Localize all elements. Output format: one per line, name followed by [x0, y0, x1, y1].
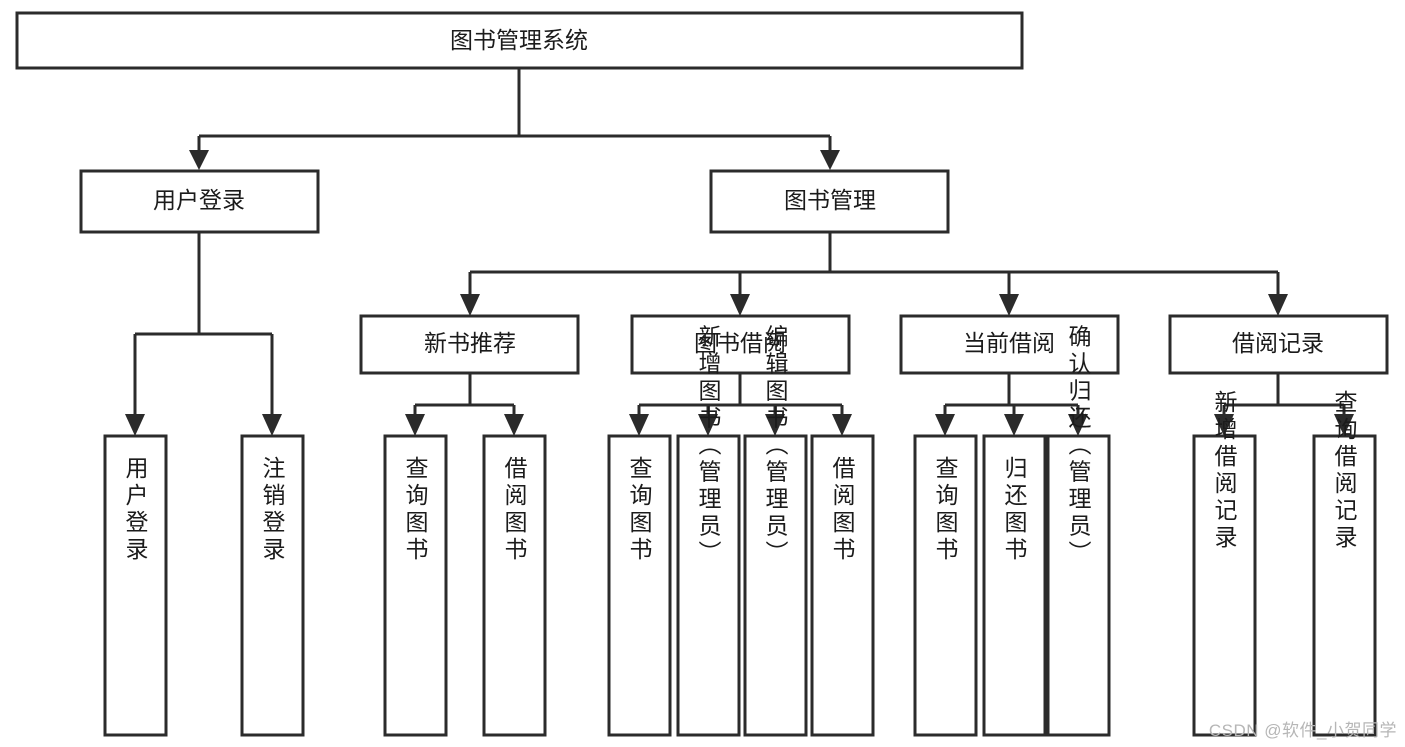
arrow-head-icon	[820, 150, 840, 170]
leaf-label: 编辑图书（管理员）	[762, 325, 789, 568]
arrow-head-icon	[125, 414, 145, 436]
connector-root-to-level2	[197, 68, 832, 152]
leaf-label: 确认归还（管理员）	[1065, 325, 1092, 568]
node-new-book-recommend-box	[359, 314, 580, 375]
arrow-head-icon	[1268, 294, 1288, 316]
connector-bookmgmt-to-level3	[468, 232, 1280, 298]
arrow-head-icon	[698, 414, 718, 436]
node-current-borrow-label: 当前借阅	[963, 330, 1055, 356]
arrow-head-icon	[935, 414, 955, 436]
leaf-label: 查询借阅记录	[1331, 390, 1358, 552]
arrow-head-icon	[504, 414, 524, 436]
leaf-label: 查询图书	[402, 456, 429, 564]
leaf-box	[913, 434, 978, 737]
leaf-box	[1312, 434, 1377, 737]
node-root-system[interactable]: 图书管理系统	[15, 11, 1024, 70]
arrow-head-icon	[262, 414, 282, 436]
connector-userlogin-to-leaves	[133, 232, 274, 418]
arrow-head-icon	[999, 294, 1019, 316]
node-borrow-record-box	[1168, 314, 1389, 375]
node-root-label: 图书管理系统	[450, 27, 588, 53]
leaf-label: 查询图书	[626, 456, 653, 564]
arrow-head-icon	[189, 150, 209, 170]
leaf-book-borrow-3[interactable]: 借阅图书	[810, 434, 875, 737]
node-book-management-label: 图书管理	[784, 187, 876, 213]
leaf-current-borrow-0[interactable]: 查询图书	[913, 434, 978, 737]
leaf-box	[982, 434, 1047, 737]
leaf-book-borrow-2[interactable]: 编辑图书（管理员）	[743, 325, 808, 737]
node-new-book-recommend-label: 新书推荐	[424, 330, 516, 356]
leaf-box	[607, 434, 672, 737]
node-book-management-box	[709, 169, 950, 234]
leaf-label: 注销登录	[259, 456, 286, 564]
arrow-head-icon	[629, 414, 649, 436]
leaf-book-borrow-0[interactable]: 查询图书	[607, 434, 672, 737]
arrow-head-icon	[1334, 414, 1354, 436]
leaf-label: 查询图书	[932, 456, 959, 564]
leaf-new-book-recommend-1[interactable]: 借阅图书	[482, 434, 547, 737]
arrow-head-icon	[832, 414, 852, 436]
node-borrow-record[interactable]: 借阅记录	[1168, 314, 1389, 375]
leaf-box	[1046, 434, 1111, 737]
leaf-label: 归还图书	[1001, 456, 1028, 564]
arrow-head-icon	[1068, 414, 1088, 436]
leaf-user-login-0[interactable]: 用户登录	[103, 434, 168, 737]
csdn-watermark: CSDN @软件_小贺同学	[1208, 721, 1397, 740]
node-user-login[interactable]: 用户登录	[79, 169, 320, 234]
node-book-borrow[interactable]: 图书借阅	[630, 314, 851, 375]
leaf-box	[482, 434, 547, 737]
node-current-borrow[interactable]: 当前借阅	[899, 314, 1120, 375]
leaf-user-login-1[interactable]: 注销登录	[240, 434, 305, 737]
leaf-current-borrow-2[interactable]: 确认归还（管理员）	[1046, 325, 1111, 737]
leaf-new-book-recommend-0[interactable]: 查询图书	[383, 434, 448, 737]
node-current-borrow-box	[899, 314, 1120, 375]
leaf-label: 用户登录	[122, 456, 149, 564]
leaf-label: 新增借阅记录	[1211, 390, 1238, 552]
node-book-management[interactable]: 图书管理	[709, 169, 950, 234]
connector-bookborrow-to-leaves	[637, 373, 844, 418]
node-user-login-label: 用户登录	[153, 187, 245, 213]
node-book-borrow-label: 图书借阅	[694, 330, 786, 356]
leaf-label: 借阅图书	[501, 456, 528, 564]
connector-currentborrow-to-leaves	[943, 373, 1080, 418]
node-user-login-box	[79, 169, 320, 234]
connector-borrowrecord-to-leaves	[1222, 373, 1346, 418]
leaf-box	[383, 434, 448, 737]
leaf-box	[240, 434, 305, 737]
leaf-box	[1192, 434, 1257, 737]
leaf-box	[676, 434, 741, 737]
arrow-head-icon	[460, 294, 480, 316]
node-new-book-recommend[interactable]: 新书推荐	[359, 314, 580, 375]
leaf-label: 借阅图书	[829, 456, 856, 564]
arrow-head-icon	[730, 294, 750, 316]
node-root-box	[15, 11, 1024, 70]
leaf-box	[103, 434, 168, 737]
leaf-label: 新增图书（管理员）	[695, 325, 722, 568]
leaf-current-borrow-1[interactable]: 归还图书	[982, 434, 1047, 737]
arrow-head-icon	[1214, 414, 1234, 436]
leaf-box	[810, 434, 875, 737]
arrow-head-icon	[405, 414, 425, 436]
leaf-book-borrow-1[interactable]: 新增图书（管理员）	[676, 325, 741, 737]
leaf-borrow-record-1[interactable]: 查询借阅记录	[1312, 390, 1377, 737]
connector-newbook-to-leaves	[413, 373, 516, 418]
leaf-borrow-record-0[interactable]: 新增借阅记录	[1192, 390, 1257, 737]
arrow-head-icon	[1004, 414, 1024, 436]
node-book-borrow-box	[630, 314, 851, 375]
node-borrow-record-label: 借阅记录	[1232, 330, 1324, 356]
leaf-box	[743, 434, 808, 737]
arrow-head-icon	[765, 414, 785, 436]
